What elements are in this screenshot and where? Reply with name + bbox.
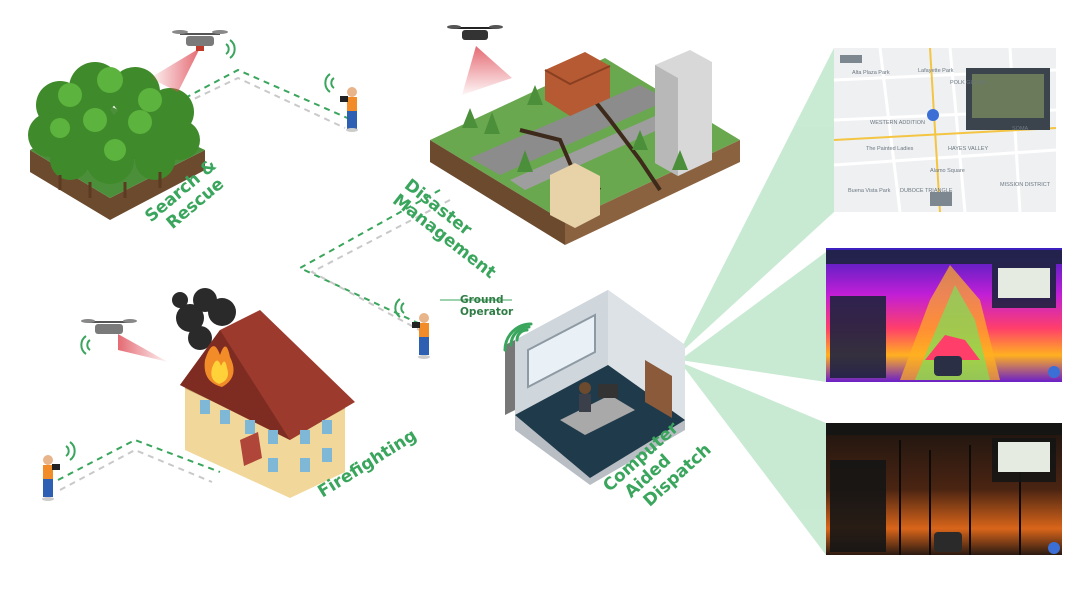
map-panel — [833, 47, 1057, 213]
signal-icon — [225, 39, 236, 59]
dispatch-room — [505, 290, 685, 485]
map-place-label: SOMA — [1012, 126, 1029, 132]
dispatch-fan — [678, 48, 834, 555]
map-place-label: WESTERN ADDITION — [870, 120, 925, 126]
map-place-label: The Painted Ladies — [866, 146, 914, 152]
drone-icon — [150, 30, 228, 92]
ground-operator-figure — [394, 298, 430, 359]
forest-island — [28, 62, 205, 220]
connection-lines — [57, 68, 512, 491]
map-place-label: MISSION DISTRICT — [1000, 182, 1051, 188]
wildfire-panel — [826, 423, 1062, 555]
map-place-label: Lafayette Park — [918, 68, 954, 74]
thermal-panel — [826, 248, 1062, 382]
ground-operator-figure — [42, 441, 76, 501]
wifi-icon — [503, 322, 533, 352]
ground-operator-figure — [324, 73, 358, 132]
drone-icon — [447, 25, 512, 95]
map-place-label: Alta Plaza Park — [852, 70, 890, 76]
drone-icon — [80, 319, 168, 362]
burning-house — [172, 288, 355, 498]
map-place-label: Alamo Square — [930, 168, 965, 174]
map-place-label: POLK GULCH — [950, 80, 985, 86]
map-place-label: DUBOCE TRIANGLE — [900, 188, 953, 194]
label-ground-operator: Ground Operator — [460, 294, 513, 318]
label-ground-operator-line1: Ground — [460, 294, 504, 306]
map-place-label: Buena Vista Park — [848, 188, 891, 194]
map-place-label: HAYES VALLEY — [948, 146, 988, 152]
label-ground-operator-line2: Operator — [460, 306, 514, 318]
disaster-city — [430, 50, 740, 245]
